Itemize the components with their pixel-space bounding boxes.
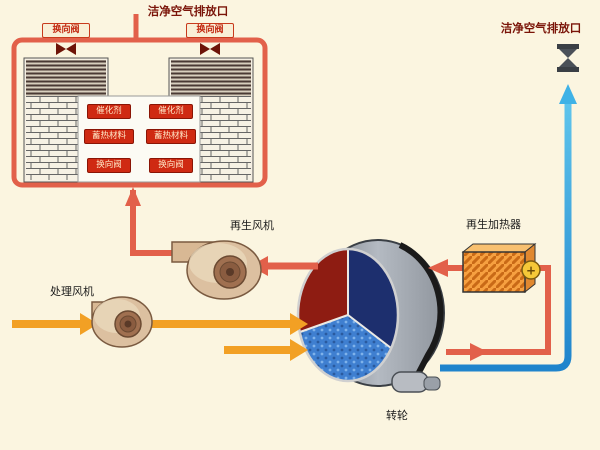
rto-manifold-pipe <box>11 37 268 188</box>
rotor-sector-navy <box>348 249 398 348</box>
reversing-valve-label-bottom-left: 换向阀 <box>87 158 131 173</box>
arrow-left-into-rotor <box>428 259 448 277</box>
rto-unit <box>11 14 268 188</box>
arrow-lower-into-rotor <box>290 339 308 361</box>
rotor-wheel <box>296 239 445 393</box>
regen-fan-label: 再生风机 <box>230 219 274 232</box>
catalyst-bed-hatch <box>26 60 106 96</box>
rotor-motor-cap <box>423 376 441 391</box>
reversing-valve-icon-left <box>56 43 76 55</box>
arrow-up-into-rto <box>125 187 141 206</box>
reversing-valve-icon-right <box>200 43 220 55</box>
rotor-motor <box>391 371 429 393</box>
rotor-label: 转轮 <box>386 409 408 422</box>
top-outlet-label: 洁净空气排放口 <box>147 4 229 18</box>
pipe-heater-to-rotor <box>428 259 464 277</box>
catalyst-bed-hatch <box>171 60 251 96</box>
arrow-up-clean-air <box>559 84 577 104</box>
process-fan <box>91 296 153 348</box>
regen-heater-label: 再生加热器 <box>466 218 521 231</box>
catalyst-label-left: 催化剂 <box>87 104 131 119</box>
arrow-fan-to-rotor <box>290 313 308 335</box>
catalyst-label-right: 催化剂 <box>149 104 193 119</box>
heater-plus-badge <box>521 260 541 280</box>
regen-heater: + <box>461 242 541 294</box>
discharge-valve-icon <box>557 44 579 72</box>
rotor-belt <box>398 242 444 380</box>
arrow-into-process-fan <box>80 313 98 335</box>
rotor-sector-red <box>298 249 348 332</box>
heat-storage-label-left: 蓄热材料 <box>84 129 134 144</box>
heater-core <box>462 251 526 293</box>
arrow-right-to-heater <box>470 343 488 361</box>
heater-plus-text: + <box>526 264 536 278</box>
reversing-valve-label-top-left: 换向阀 <box>42 23 90 38</box>
reversing-valve-label-bottom-right: 换向阀 <box>149 158 193 173</box>
right-outlet-label: 洁净空气排放口 <box>500 21 582 35</box>
heat-storage-label-right: 蓄热材料 <box>146 129 196 144</box>
pipe-fan-to-rto <box>125 187 178 256</box>
process-fan-label: 处理风机 <box>50 285 94 298</box>
reversing-valve-label-top-right: 换向阀 <box>186 23 234 38</box>
regen-fan <box>171 240 262 300</box>
pipe-clean-air <box>440 84 577 372</box>
process-air-arrows <box>12 313 308 361</box>
